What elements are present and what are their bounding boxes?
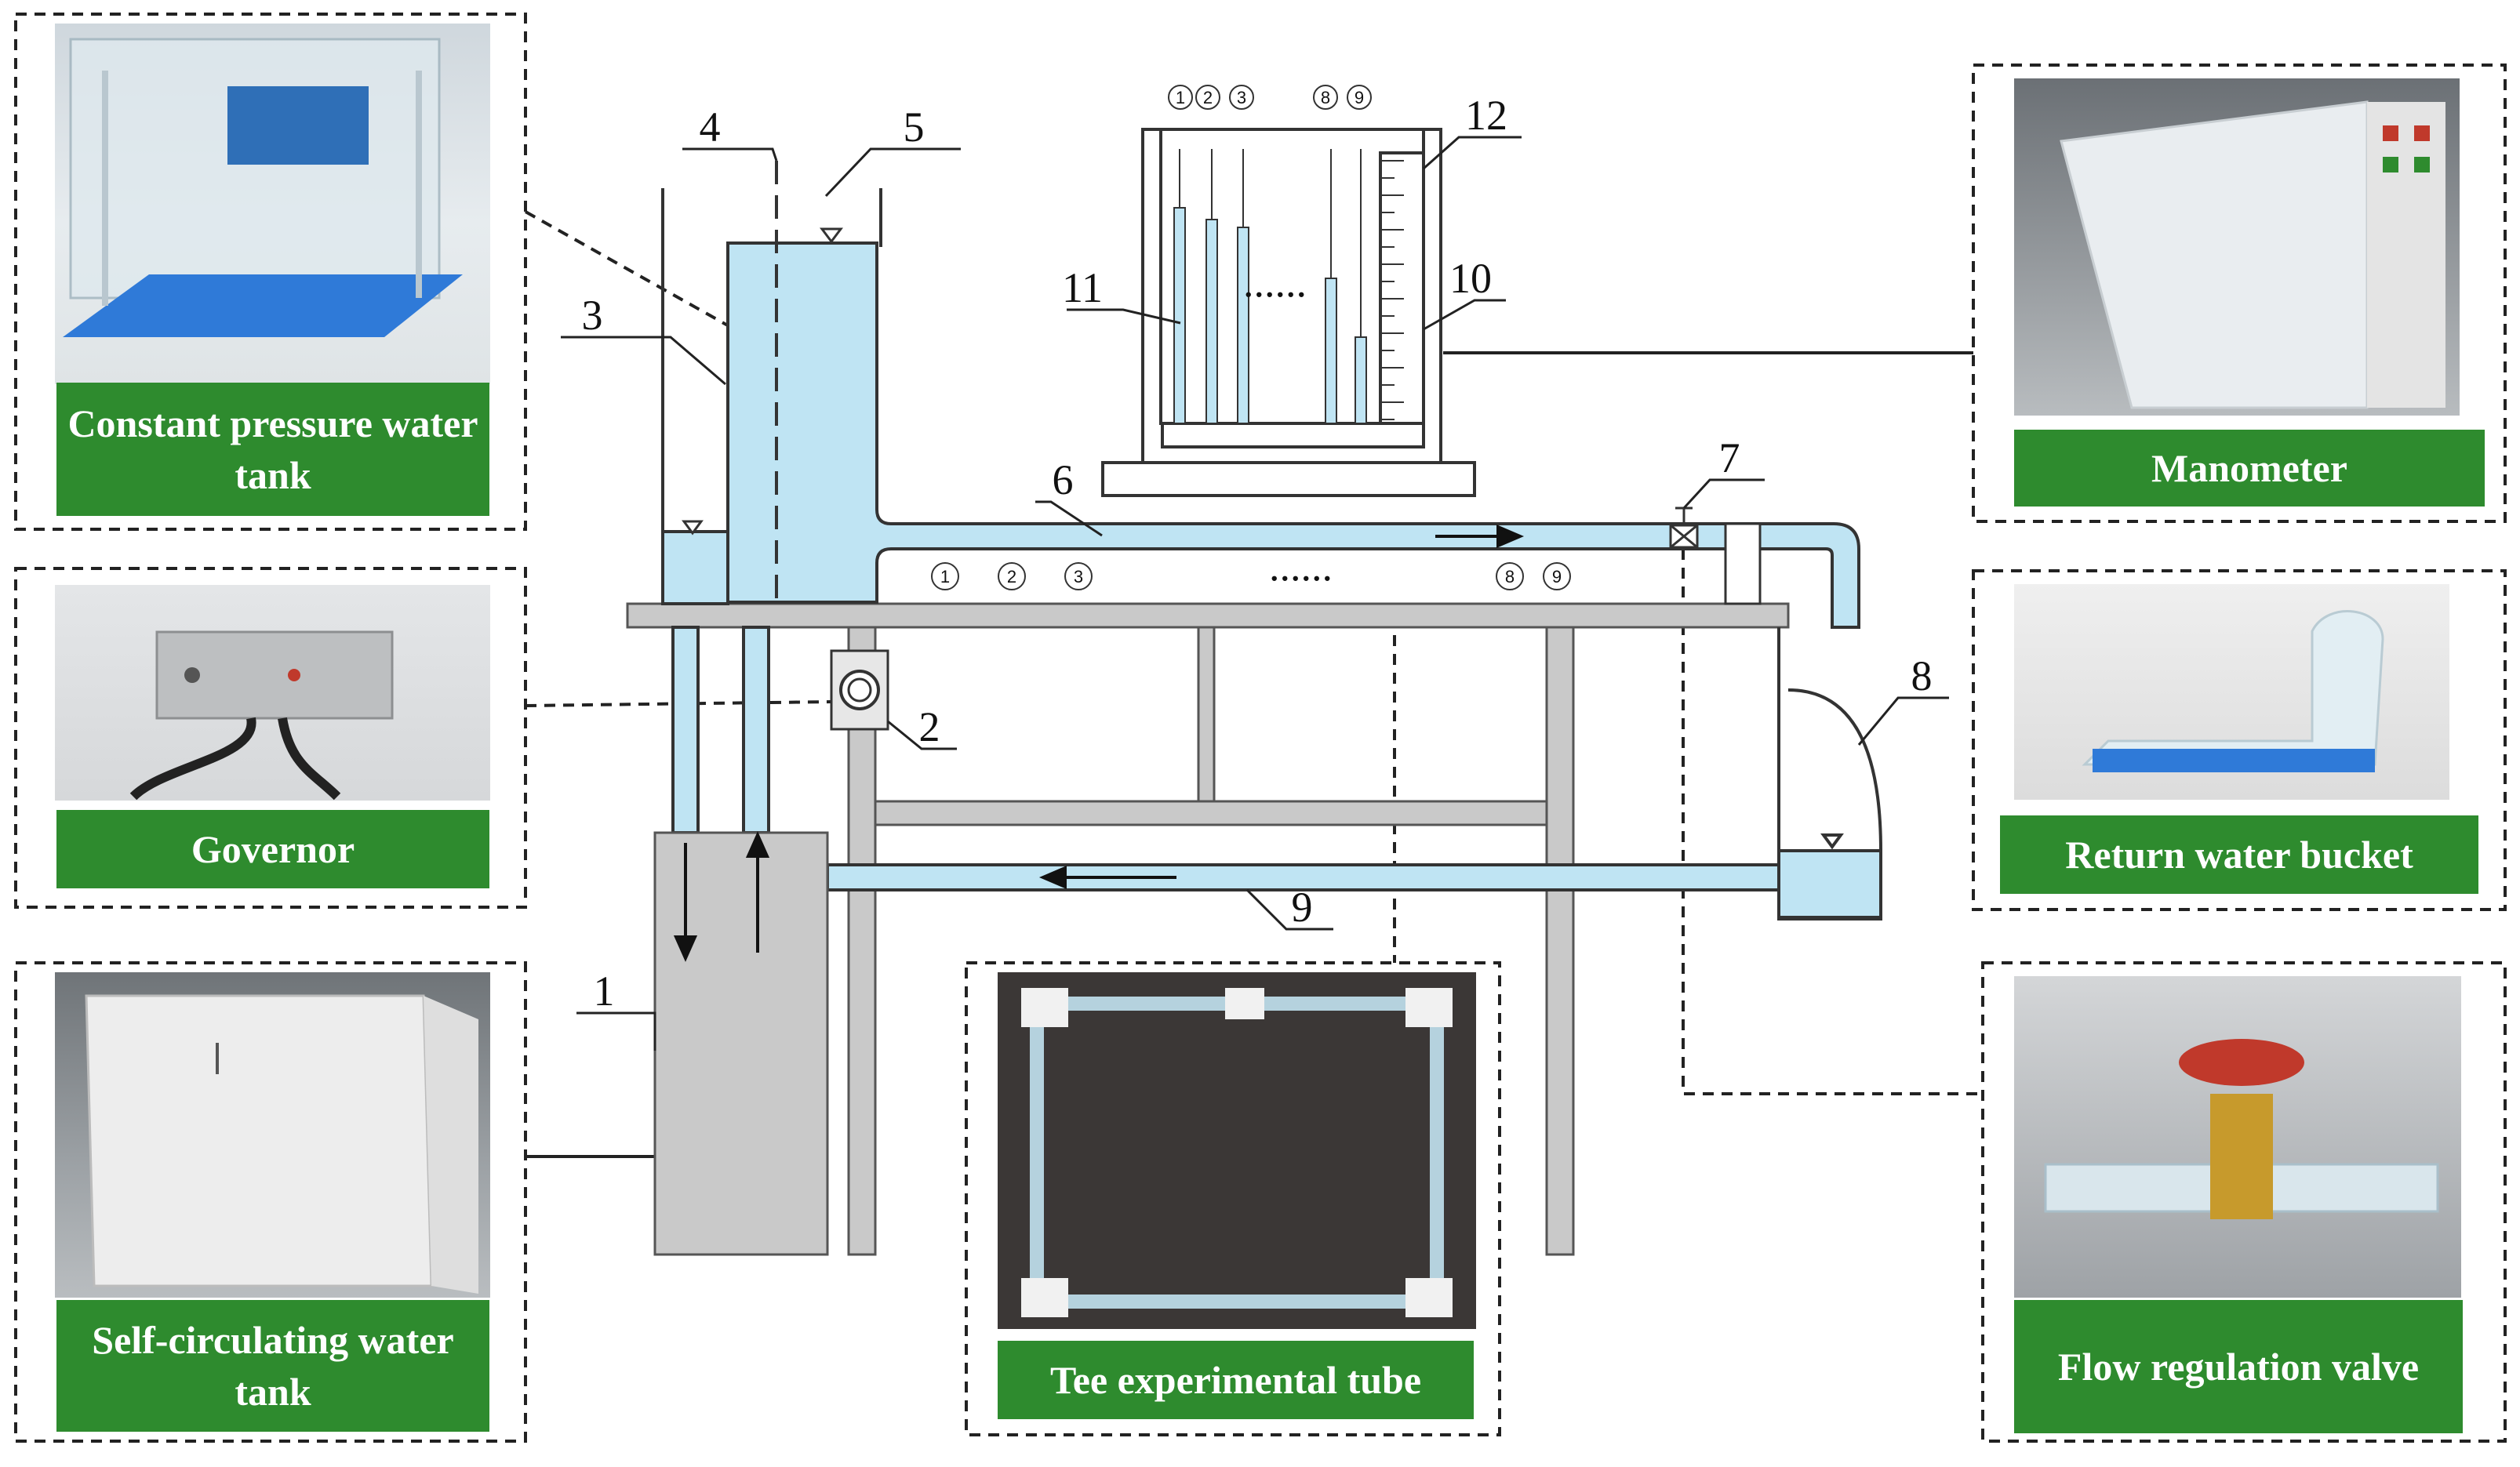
border-manometer <box>1972 64 2507 523</box>
label-text: Governor <box>191 827 355 871</box>
pipe-taps: 1 2 3 8 9 <box>931 562 1571 590</box>
governor-photo-art <box>129 630 394 801</box>
tap-2: 2 <box>998 562 1026 590</box>
svg-text:1: 1 <box>1176 88 1185 107</box>
label-return-bucket: Return water bucket <box>2000 815 2478 894</box>
tap-3: 3 <box>1064 562 1093 590</box>
support-frame <box>626 602 1790 1256</box>
manometer-photo-art <box>2060 100 2445 409</box>
photo-constant-pressure-tank <box>55 24 490 384</box>
photo-manometer <box>2014 78 2460 416</box>
tee-photo-art <box>1021 988 1453 1317</box>
label-text: Return water bucket <box>2065 833 2413 877</box>
pipe-up <box>742 626 770 834</box>
flow-arrows <box>673 524 1525 962</box>
callout-1: 1 <box>594 968 615 1015</box>
label-constant-pressure-tank: Constant pressure water tank <box>56 383 489 516</box>
label-text: Flow regulation valve <box>2057 1345 2420 1389</box>
panel-borders <box>14 13 2507 1443</box>
svg-text:3: 3 <box>1074 567 1083 586</box>
callout-10: 10 <box>1449 255 1492 302</box>
leg-2 <box>1545 626 1575 1256</box>
callout-3: 3 <box>582 292 603 339</box>
photo-self-circulating-tank <box>55 972 490 1298</box>
svg-text:2: 2 <box>1007 567 1016 586</box>
tap-9: 9 <box>1543 562 1571 590</box>
label-text: Self-circulating water tank <box>92 1318 454 1414</box>
svg-text:9: 9 <box>1552 567 1562 586</box>
leg-1 <box>847 626 877 1256</box>
border-return-bucket <box>1972 569 2507 911</box>
photo-tee-tube <box>998 972 1476 1329</box>
pipe-down <box>671 626 700 834</box>
photo-flow-valve <box>2014 976 2461 1298</box>
label-text: Manometer <box>2151 446 2347 490</box>
svg-text:1: 1 <box>940 567 950 586</box>
pipe-ellipsis: ...... <box>1269 543 1333 590</box>
photo-governor <box>55 585 490 801</box>
leader-tank <box>525 210 777 354</box>
callout-2: 2 <box>919 703 940 750</box>
label-tee-tube: Tee experimental tube <box>998 1341 1474 1419</box>
manometer-tubes <box>1173 149 1367 424</box>
callout-7: 7 <box>1719 434 1740 481</box>
svg-text:9: 9 <box>1355 88 1364 107</box>
svg-text:3: 3 <box>1237 88 1246 107</box>
tap-9: 9 <box>1347 85 1372 110</box>
tap-3: 3 <box>1229 85 1254 110</box>
outlet-elbow <box>1752 522 1860 629</box>
label-text: Constant pressure water tank <box>67 401 478 497</box>
label-text: Tee experimental tube <box>1049 1358 1422 1402</box>
table-top <box>626 602 1790 629</box>
pipes <box>671 522 1860 891</box>
callout-12: 12 <box>1465 92 1507 139</box>
label-governor: Governor <box>56 810 489 888</box>
callout-11: 11 <box>1062 264 1103 311</box>
return-bucket <box>1777 627 1882 921</box>
svg-text:8: 8 <box>1505 567 1515 586</box>
self-tank-photo-art <box>85 994 478 1294</box>
border-flow-valve <box>1981 961 2507 1443</box>
svg-text:8: 8 <box>1321 88 1330 107</box>
tap-8: 8 <box>1496 562 1524 590</box>
callout-4: 4 <box>700 103 721 151</box>
label-flow-valve: Flow regulation valve <box>2014 1300 2463 1433</box>
tap-8: 8 <box>1313 85 1338 110</box>
callout-6: 6 <box>1053 456 1074 503</box>
tank-photo-art <box>63 38 463 337</box>
callout-8: 8 <box>1911 652 1933 699</box>
governor-pump <box>830 649 889 731</box>
border-tee-tube <box>965 961 1501 1436</box>
leg-3 <box>1197 626 1216 803</box>
crossbar <box>874 800 1548 826</box>
callout-5: 5 <box>904 103 925 151</box>
border-governor <box>14 567 527 909</box>
manometer-scale <box>1380 160 1404 420</box>
svg-text:2: 2 <box>1203 88 1213 107</box>
callout-lines <box>561 136 1949 1051</box>
tap-2: 2 <box>1195 85 1220 110</box>
tap-1: 1 <box>931 562 959 590</box>
callout-9: 9 <box>1292 884 1313 931</box>
self-circulating-tank <box>653 831 829 1256</box>
label-manometer: Manometer <box>2014 430 2485 507</box>
tap-1: 1 <box>1168 85 1193 110</box>
manometer-ellipsis: ...... <box>1243 259 1307 306</box>
border-constant-pressure-tank <box>14 13 527 531</box>
leader-valve <box>1682 549 1983 1095</box>
manometer-board <box>1101 128 1476 497</box>
bucket-photo-art <box>2082 610 2384 772</box>
border-self-circulating-tank <box>14 961 527 1443</box>
label-self-circulating-tank: Self-circulating water tank <box>56 1300 489 1432</box>
photo-return-bucket <box>2014 584 2449 800</box>
flow-valve-symbol <box>1669 507 1762 605</box>
valve-photo-art <box>2044 1039 2439 1219</box>
